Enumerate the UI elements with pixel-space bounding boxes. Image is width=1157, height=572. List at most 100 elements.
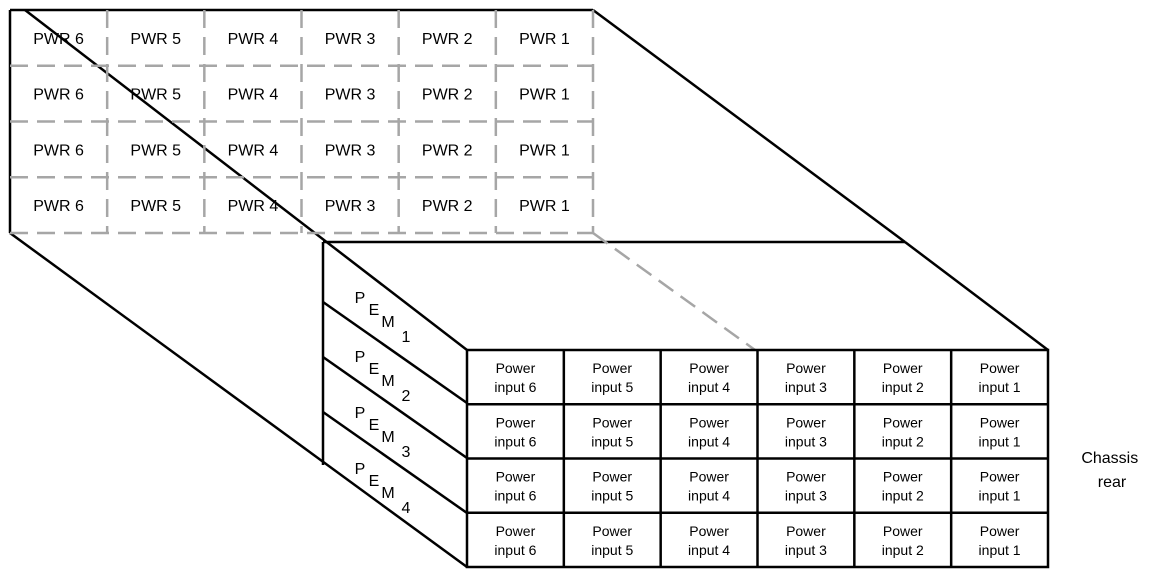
power-input-label-line: Power: [980, 360, 1020, 376]
power-input-label: Power input 3: [785, 414, 827, 449]
pem-letter: M: [381, 485, 394, 502]
pem-letter: P: [355, 461, 366, 478]
power-input-label: Power input 1: [979, 414, 1021, 449]
power-input-label: Power input 2: [882, 360, 924, 395]
pem-letter: P: [355, 349, 366, 366]
power-input-label: Power input 1: [979, 360, 1021, 395]
chassis-hidden-edge: [592, 231, 756, 352]
power-input-label-line: input 3: [785, 488, 827, 504]
power-input-label-line: Power: [980, 469, 1020, 485]
power-supply-label: PWR 3: [325, 198, 376, 215]
power-supply-label: PWR 6: [33, 142, 84, 159]
power-supply-label: PWR 5: [130, 198, 181, 215]
pem-letter: M: [381, 429, 394, 446]
power-supply-label: PWR 5: [130, 31, 181, 48]
power-supply-label: PWR 2: [422, 87, 473, 104]
power-input-label: Power input 2: [882, 469, 924, 504]
power-input-label-line: Power: [592, 469, 632, 485]
power-input-label: Power input 3: [785, 523, 827, 558]
power-input-label: Power input 4: [688, 360, 730, 395]
pem-letter: P: [355, 290, 366, 307]
power-input-label-line: input 3: [785, 433, 827, 449]
power-supply-label: PWR 6: [33, 87, 84, 104]
pem-slot-divider: [322, 410, 468, 515]
power-input-label-line: input 2: [882, 488, 924, 504]
power-supply-label: PWR 5: [130, 87, 181, 104]
power-input-label: Power input 3: [785, 360, 827, 395]
power-input-label-line: input 1: [979, 379, 1021, 395]
power-input-label-line: Power: [592, 523, 632, 539]
power-input-label: Power input 6: [494, 523, 536, 558]
power-input-label-line: Power: [496, 523, 536, 539]
power-input-label-line: Power: [883, 469, 923, 485]
power-supply-label: PWR 1: [519, 198, 570, 215]
power-input-label-line: input 4: [688, 488, 730, 504]
power-supply-label: PWR 2: [422, 142, 473, 159]
power-input-label-line: Power: [786, 523, 826, 539]
power-input-label-line: Power: [980, 414, 1020, 430]
power-supply-label: PWR 1: [519, 87, 570, 104]
power-input-label: Power input 5: [591, 523, 633, 558]
power-input-label-line: Power: [496, 414, 536, 430]
pem-letter: E: [369, 417, 380, 434]
power-input-label-line: input 5: [591, 488, 633, 504]
power-input-label-line: Power: [592, 414, 632, 430]
power-input-label-line: Power: [786, 414, 826, 430]
power-input-label-line: Power: [883, 523, 923, 539]
chassis-left-diagonal-edge: [9, 231, 468, 569]
front-power-supply-grid: PWR 6 PWR 5 PWR 4 PWR 3 PWR 2 PWR 1 PWR 6 PWR 5…: [10, 10, 595, 235]
power-input-label-line: input 3: [785, 542, 827, 558]
power-input-label-line: input 1: [979, 542, 1021, 558]
power-input-label-line: input 2: [882, 433, 924, 449]
power-input-label-line: input 5: [591, 379, 633, 395]
power-input-label-line: input 5: [591, 542, 633, 558]
power-input-label-line: Power: [592, 360, 632, 376]
pem-number: 1: [402, 329, 411, 346]
power-input-label-line: input 4: [688, 379, 730, 395]
power-input-label-line: input 6: [494, 542, 536, 558]
power-input-label-line: input 1: [979, 433, 1021, 449]
power-input-label-line: input 5: [591, 433, 633, 449]
power-input-label-line: Power: [689, 360, 729, 376]
power-input-label-line: Power: [786, 469, 826, 485]
power-input-label-line: Power: [689, 414, 729, 430]
power-input-label-line: input 3: [785, 379, 827, 395]
pem-number: 3: [402, 444, 411, 461]
power-input-label: Power input 5: [591, 414, 633, 449]
power-input-label-line: input 6: [494, 488, 536, 504]
power-supply-label: PWR 2: [422, 198, 473, 215]
chassis-rear-label: Chassis rear: [1081, 450, 1142, 491]
pem-number: 2: [402, 388, 411, 405]
power-supply-label: PWR 3: [325, 142, 376, 159]
power-input-label-line: input 6: [494, 379, 536, 395]
chassis-top-right-edge: [592, 8, 906, 244]
power-input-label-line: input 2: [882, 379, 924, 395]
pem-slot-divider: [322, 355, 468, 460]
power-supply-label: PWR 1: [519, 142, 570, 159]
power-input-label: Power input 4: [688, 414, 730, 449]
power-input-label-line: input 4: [688, 433, 730, 449]
pem-letter: M: [381, 373, 394, 390]
power-input-label-line: Power: [883, 360, 923, 376]
power-input-label-line: Power: [496, 360, 536, 376]
power-supply-label: PWR 4: [228, 198, 279, 215]
power-supply-label: PWR 4: [228, 31, 279, 48]
power-input-label-line: Power: [786, 360, 826, 376]
chassis-rear-right-diagonal-edge: [904, 241, 1049, 351]
pem-letter: E: [369, 473, 380, 490]
power-input-label-line: Power: [883, 414, 923, 430]
power-supply-label: PWR 1: [519, 31, 570, 48]
pem-letter: P: [355, 405, 366, 422]
pem-letter: M: [381, 314, 394, 331]
pem-letter: E: [369, 302, 380, 319]
power-supply-label: PWR 4: [228, 142, 279, 159]
